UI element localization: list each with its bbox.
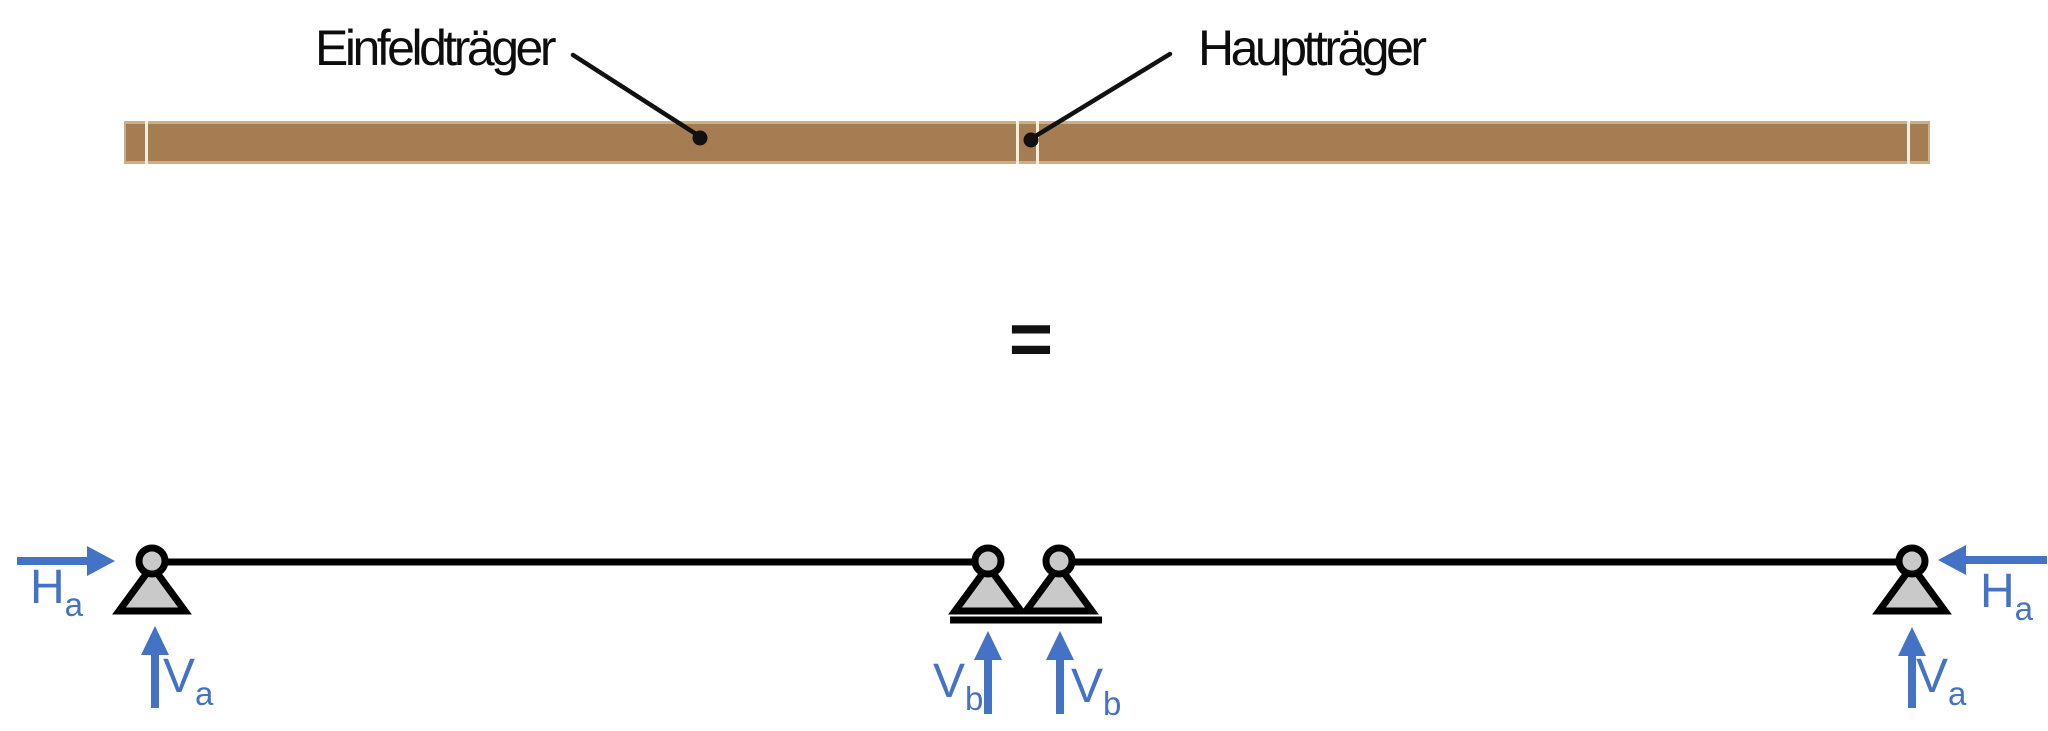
- reaction-arrow-left-h-icon: [17, 546, 115, 576]
- beam-joint-line: [1907, 121, 1910, 164]
- arrow-head-left: [1938, 545, 1966, 575]
- arrow-head-up: [974, 631, 1002, 660]
- support-hinge-circle: [1042, 544, 1076, 578]
- reaction-arrow-right-h-icon: [1938, 545, 2047, 575]
- timber-beam-top-edge: [124, 121, 1930, 124]
- arrow-head-up: [1898, 627, 1926, 656]
- reaction-label-left-v: Va: [163, 650, 214, 712]
- reaction-symbol: V: [1916, 650, 1949, 703]
- reaction-arrow-mid-left-v-icon: [974, 631, 1002, 714]
- callout-leader-line: [570, 52, 699, 137]
- reaction-symbol: V: [163, 650, 196, 703]
- timber-beam-right-edge: [1928, 121, 1930, 164]
- arrow-head-up: [1046, 631, 1074, 660]
- reaction-symbol: V: [1071, 660, 1104, 713]
- reaction-subscript: a: [195, 675, 214, 712]
- reaction-label-right-h: Ha: [1980, 565, 2034, 627]
- timber-beam-bottom-edge: [124, 161, 1930, 164]
- beam-joint-line: [145, 121, 148, 164]
- reaction-arrow-left-v-icon: [141, 626, 169, 708]
- reaction-symbol: H: [1980, 565, 2015, 618]
- support-hinge-circle: [971, 544, 1005, 578]
- reaction-subscript: a: [2014, 590, 2034, 627]
- haupttraeger-label: Hauptträger: [1198, 20, 1427, 76]
- arrow-head-up: [141, 626, 169, 655]
- pin-support-right-icon: [1872, 544, 1952, 615]
- haupttraeger-callout: [1023, 51, 1173, 148]
- support-hinge-circle: [135, 544, 169, 578]
- reaction-subscript: b: [1103, 685, 1122, 722]
- reaction-subscript: b: [965, 680, 984, 717]
- support-triangle: [1872, 560, 1952, 615]
- support-triangle: [112, 560, 192, 615]
- pin-support-mid-right-icon: [1019, 544, 1099, 615]
- reaction-label-mid-right-v: Vb: [1071, 660, 1122, 722]
- support-triangle: [948, 560, 1028, 615]
- reaction-subscript: a: [64, 586, 84, 623]
- pin-support-left-icon: [112, 544, 192, 615]
- callout-leader-line: [1031, 51, 1173, 140]
- reaction-label-left-h: Ha: [30, 561, 84, 623]
- callout-dot: [692, 130, 708, 146]
- beam-joint-line: [1016, 121, 1019, 164]
- callout-dot: [1023, 132, 1039, 148]
- einfeldtraeger-label: Einfeldträger: [315, 20, 557, 76]
- reaction-subscript: a: [1948, 675, 1967, 712]
- equals-sign: =: [1008, 296, 1054, 382]
- support-hinge-circle: [1895, 544, 1929, 578]
- einfeldtraeger-callout: [570, 52, 708, 146]
- reaction-symbol: V: [933, 655, 966, 708]
- timber-beam-left-edge: [124, 121, 126, 164]
- reaction-label-mid-left-v: Vb: [933, 655, 984, 717]
- reaction-arrow-mid-right-v-icon: [1046, 631, 1074, 714]
- reaction-arrow-right-v-icon: [1898, 627, 1926, 708]
- pin-support-mid-left-icon: [948, 544, 1028, 615]
- reaction-symbol: H: [30, 561, 65, 614]
- reaction-label-right-v: Va: [1916, 650, 1967, 712]
- arrow-head-right: [87, 546, 115, 576]
- support-triangle: [1019, 560, 1099, 615]
